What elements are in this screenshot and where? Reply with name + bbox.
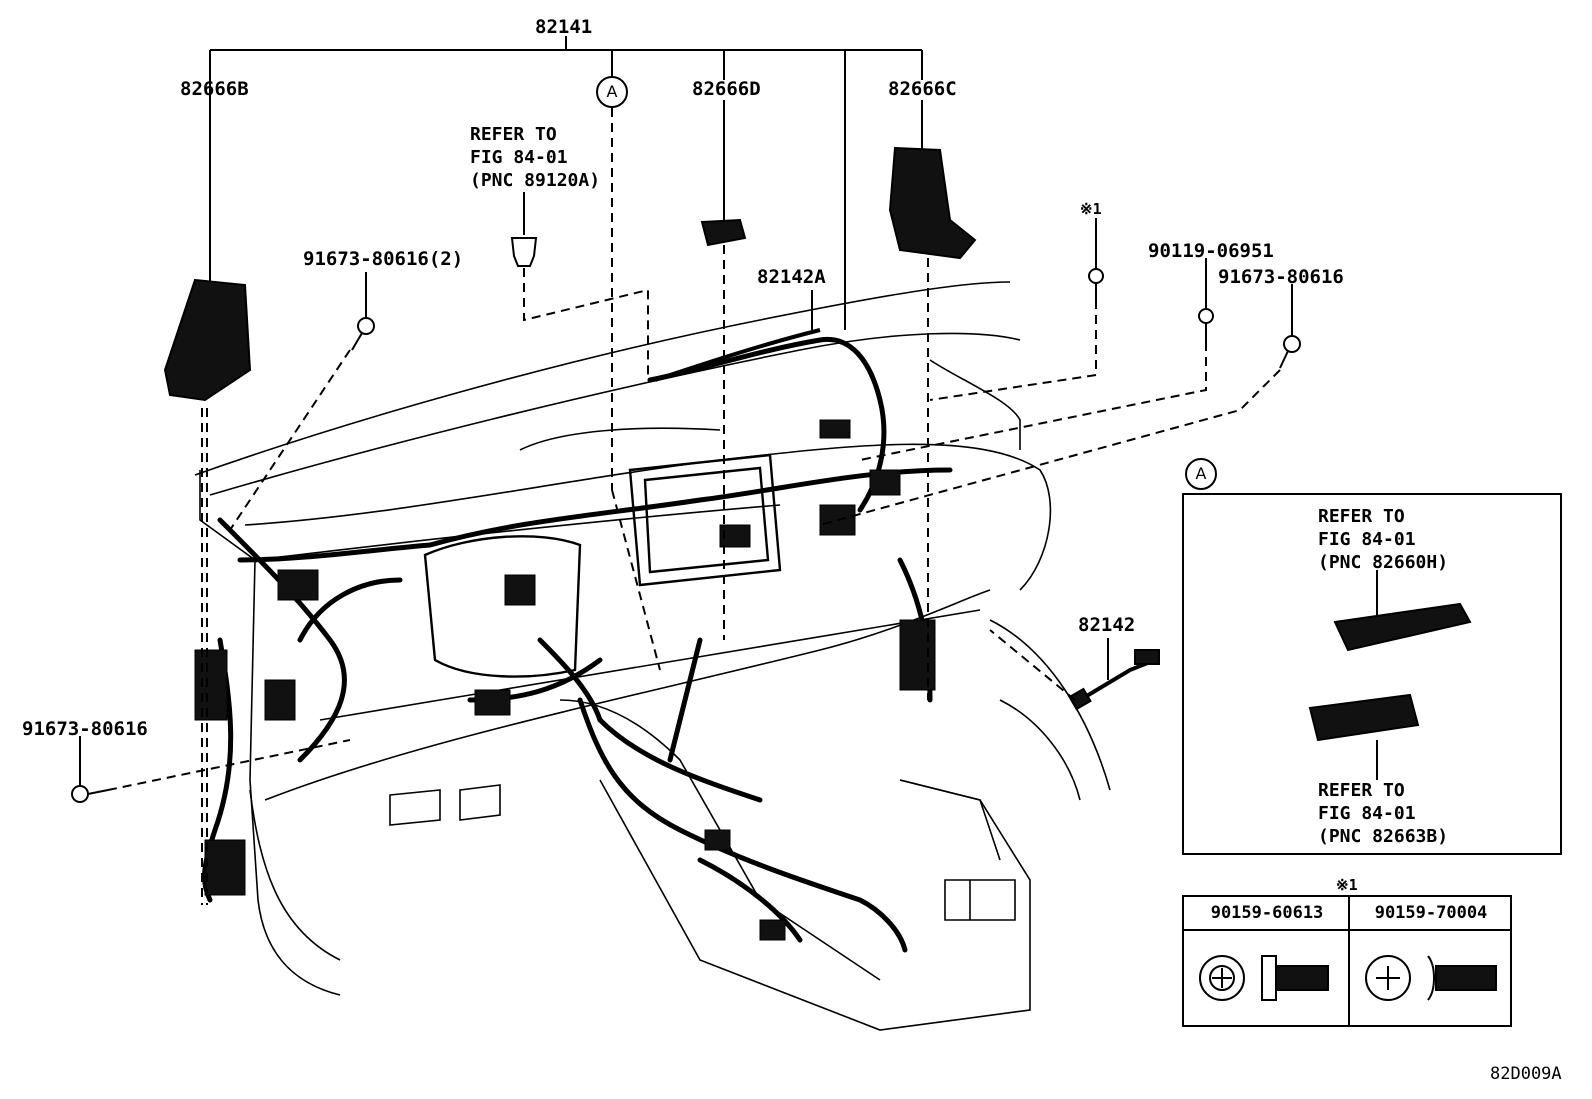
bolt-table-frame: [1182, 895, 1512, 1027]
part-89120a-clip[interactable]: [510, 237, 538, 267]
table-header-90159-70004: 90159-70004: [1374, 903, 1488, 923]
part-82666b-box[interactable]: [163, 278, 252, 402]
bolt-icon-90159-60613: [1199, 955, 1329, 1001]
label-82142: 82142: [1078, 614, 1136, 636]
bolt-icon-90159-70004: [1365, 955, 1497, 1001]
ref-inset-upper-line1: REFER TO: [1318, 506, 1405, 527]
table-note-mark: ※1: [1336, 876, 1358, 894]
screw-icon-91673-right[interactable]: [1279, 335, 1301, 369]
inset-a-frame: [1182, 493, 1562, 855]
bolt-icon-note1[interactable]: [1088, 268, 1104, 300]
part-82142a-wire[interactable]: [654, 328, 821, 382]
table-header-90159-60613: 90159-60613: [1210, 903, 1324, 923]
ref-top-line1: REFER TO: [470, 124, 557, 145]
ref-inset-upper-line2: FIG 84-01: [1318, 529, 1416, 550]
label-91673-80616-left: 91673-80616: [22, 718, 148, 740]
part-82666d-connector[interactable]: [700, 218, 747, 247]
inset-a-switch-upper[interactable]: [1333, 602, 1472, 652]
part-82666c-box[interactable]: [888, 146, 977, 260]
ref-top-line3: (PNC 89120A): [470, 170, 601, 191]
ref-inset-lower-line2: FIG 84-01: [1318, 803, 1416, 824]
dashboard-outline: [194, 281, 1111, 1031]
harness-connectors[interactable]: [194, 419, 936, 941]
dashed-leaders: [107, 108, 1281, 905]
label-82666b: 82666B: [180, 78, 249, 100]
part-82142-connectors[interactable]: [1068, 649, 1160, 711]
label-note1-bolt: ※1: [1080, 200, 1102, 218]
diagram-code: 82D009A: [1490, 1064, 1562, 1084]
part-82142-wire[interactable]: [1078, 658, 1156, 702]
inset-a-switch-lower[interactable]: [1308, 693, 1420, 742]
circle-a-marker-top: A: [596, 76, 628, 108]
screw-icon-91673-2[interactable]: [351, 317, 375, 351]
ref-inset-lower-line1: REFER TO: [1318, 780, 1405, 801]
ref-inset-upper-line3: (PNC 82660H): [1318, 552, 1449, 573]
solid-leaders: [79, 218, 1293, 786]
instrument-openings: [423, 453, 782, 678]
circle-a-marker-inset: A: [1185, 458, 1217, 490]
label-82142a: 82142A: [757, 266, 826, 288]
ref-top-line2: FIG 84-01: [470, 147, 568, 168]
label-91673-80616-right: 91673-80616: [1218, 266, 1344, 288]
wire-harness: [202, 336, 953, 953]
main-harness-leader-bracket: [209, 36, 923, 330]
label-91673-80616-2: 91673-80616(2): [303, 248, 464, 270]
ref-inset-lower-line3: (PNC 82663B): [1318, 826, 1449, 847]
screw-icon-left[interactable]: [71, 785, 109, 803]
bolt-icon-90119[interactable]: [1198, 308, 1214, 342]
label-82666d: 82666D: [692, 78, 761, 100]
label-90119-06951: 90119-06951: [1148, 240, 1274, 262]
label-82141: 82141: [535, 16, 593, 38]
label-82666c: 82666C: [888, 78, 957, 100]
